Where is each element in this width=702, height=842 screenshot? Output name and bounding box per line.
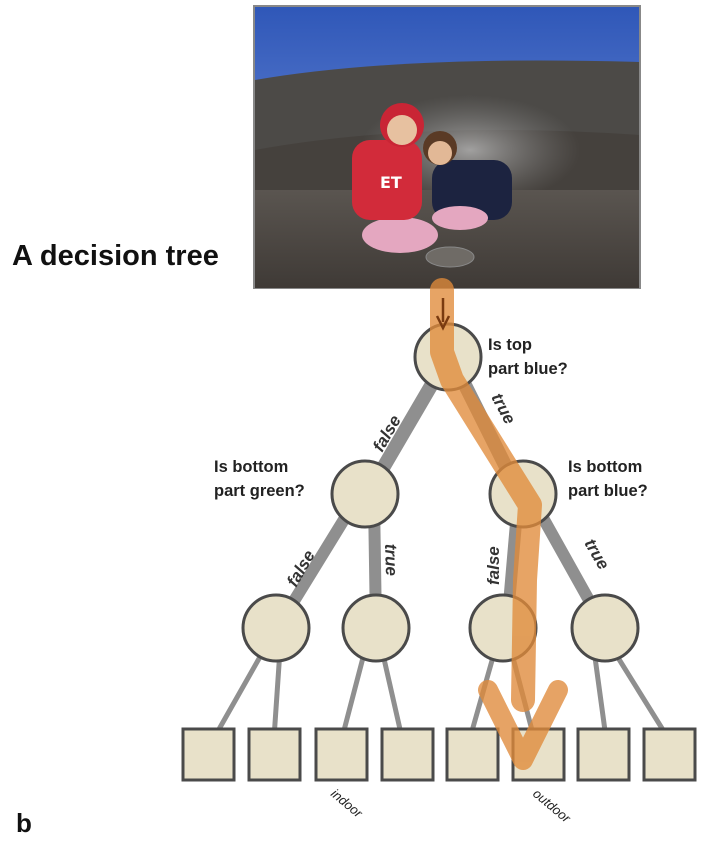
figure-title: A decision tree <box>12 240 219 272</box>
leaf-label-outdoor: outdoor <box>530 786 574 826</box>
edge-label-left-true: true <box>381 543 401 576</box>
leaf-7 <box>576 727 631 782</box>
svg-text:ET: ET <box>380 173 402 192</box>
panel-label: b <box>16 808 32 838</box>
node-ll <box>241 593 311 663</box>
edge-label-root-true: true <box>487 390 519 427</box>
leaf-label-indoor: indoor <box>328 786 366 821</box>
leaf-3 <box>314 727 369 782</box>
leaf-5 <box>445 727 500 782</box>
leaf-2 <box>247 727 302 782</box>
leaf-4 <box>380 727 435 782</box>
leaf-8 <box>642 727 697 782</box>
right-question: Is bottom part blue? <box>568 458 648 500</box>
node-rr <box>570 593 640 663</box>
root-question: Is top part blue? <box>488 336 568 378</box>
decision-path <box>430 278 568 770</box>
leaf-1 <box>181 727 236 782</box>
edge-label-right-false: false <box>484 546 503 585</box>
edge-label-right-true: true <box>581 536 614 573</box>
input-arrow <box>435 298 451 331</box>
node-lr <box>341 593 411 663</box>
node-left <box>330 459 400 529</box>
leaf-nodes <box>181 727 697 782</box>
photo-image: ET <box>253 5 641 289</box>
left-question: Is bottom part green? <box>214 458 305 500</box>
